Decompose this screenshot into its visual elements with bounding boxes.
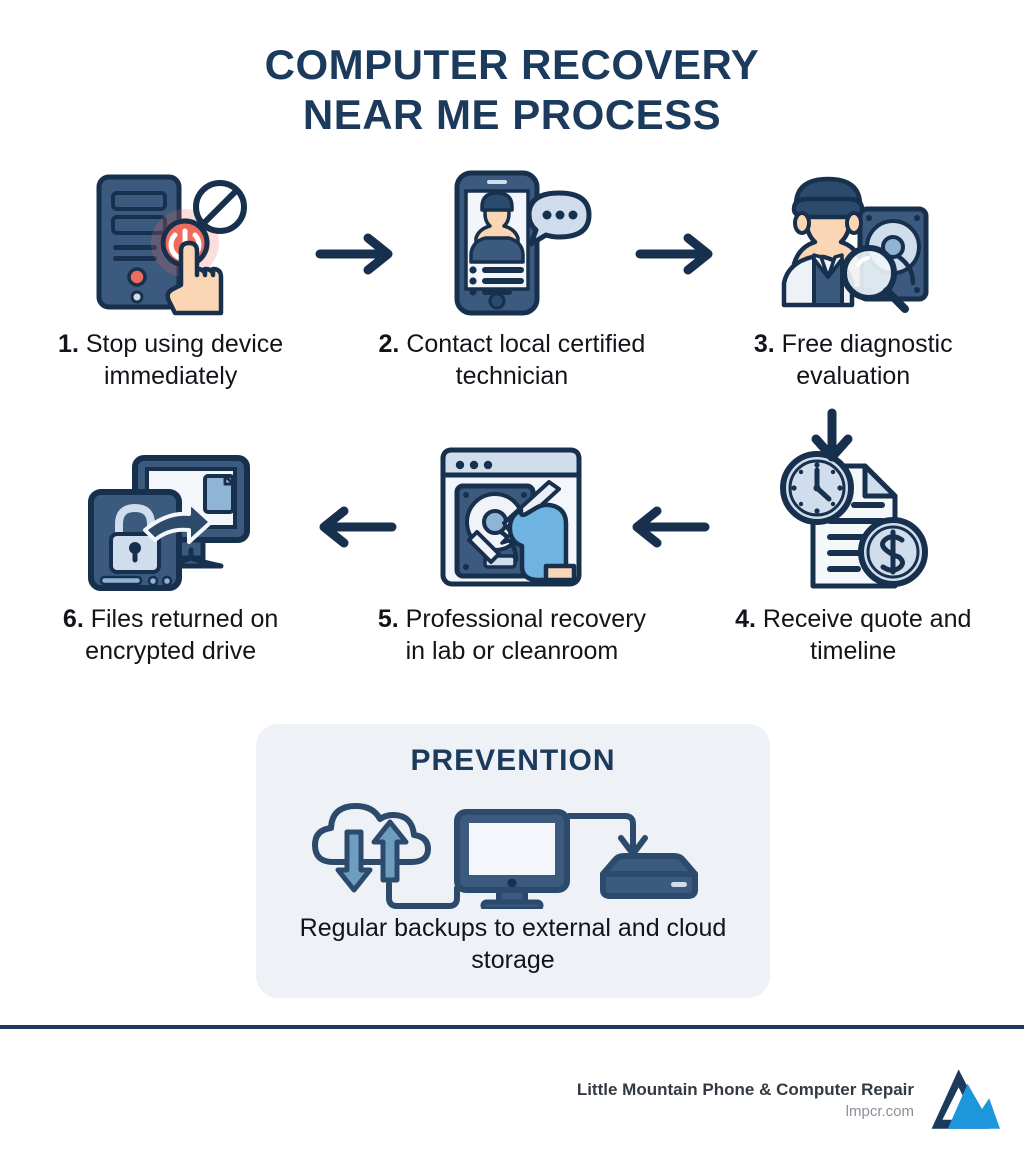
step-3-artwork <box>766 165 941 320</box>
arrow-right-icon <box>635 233 713 275</box>
process-row-top: 1. Stop using device immediately <box>0 165 1024 392</box>
prevention-artwork <box>256 784 770 909</box>
step-4-text: Receive quote and timeline <box>762 605 972 665</box>
step-5-label: 5. Professional recovery in lab or clean… <box>367 603 657 667</box>
step-4-artwork <box>771 440 936 595</box>
step-6-artwork <box>83 440 258 595</box>
connector-arrow-2-to-3 <box>632 232 720 281</box>
step-2-artwork <box>429 165 594 320</box>
arrow-right-icon <box>315 233 393 275</box>
step-6-number: 6. <box>62 605 84 633</box>
process-step-4: 4. Receive quote and timeline <box>683 440 1024 667</box>
step-1-artwork <box>81 165 261 320</box>
step-4-number: 4. <box>735 605 756 633</box>
step-3-number: 3. <box>753 330 775 358</box>
process-row-bottom: 6. Files returned on encrypted drive <box>0 440 1024 667</box>
process-step-5: 5. Professional recovery in lab or clean… <box>341 440 682 667</box>
step-5-artwork <box>429 440 594 595</box>
step-3-label: 3. Free diagnostic evaluation <box>708 328 998 392</box>
connector-arrow-4-to-5 <box>625 505 713 554</box>
arrow-left-icon <box>319 506 397 548</box>
process-step-6: 6. Files returned on encrypted drive <box>0 440 341 667</box>
step-3-text: Free diagnostic evaluation <box>781 330 953 390</box>
step-2-text: Contact local certified technician <box>406 330 646 390</box>
locked-drive-to-monitor-icon <box>88 455 251 591</box>
footer-website: lmpcr.com <box>845 1103 914 1120</box>
cleanroom-harddrive-gloved-hand-icon <box>440 447 582 587</box>
footer-brand-name: Little Mountain Phone & Computer Repair <box>576 1080 914 1099</box>
prevention-caption: Regular backups to external and cloud st… <box>299 914 727 974</box>
page-title-line-1: COMPUTER RECOVERY <box>264 41 760 88</box>
process-step-1: 1. Stop using device immediately <box>0 165 341 392</box>
connector-arrow-1-to-2 <box>312 232 400 281</box>
prevention-panel: PREVENTION Regular backups to exter <box>256 724 770 998</box>
step-1-text: Stop using device immediately <box>85 330 284 390</box>
connector-arrow-3-to-4 <box>790 405 874 472</box>
footer: Little Mountain Phone & Computer Repair … <box>0 1055 1024 1145</box>
step-2-label: 2. Contact local certified technician <box>367 328 657 392</box>
arrow-down-icon <box>811 408 853 462</box>
arrow-left-icon <box>632 506 710 548</box>
technician-magnifier-harddrive-icon <box>781 176 929 313</box>
footer-divider <box>0 1025 1024 1029</box>
cloud-monitor-external-drive-backup-icon <box>312 803 698 909</box>
step-6-text: Files returned on encrypted drive <box>85 605 279 665</box>
page-title-line-2: NEAR ME PROCESS <box>302 90 722 138</box>
smartphone-technician-chat-icon <box>454 170 592 316</box>
step-4-label: 4. Receive quote and timeline <box>708 603 998 667</box>
computer-tower-power-off-icon <box>96 174 247 316</box>
step-5-number: 5. <box>377 605 399 633</box>
step-2-number: 2. <box>378 330 400 358</box>
mountain-lm-logo <box>931 1069 1000 1129</box>
step-1-number: 1. <box>58 330 79 358</box>
process-step-3: 3. Free diagnostic evaluation <box>683 165 1024 392</box>
connector-arrow-5-to-6 <box>312 505 400 554</box>
page-title: COMPUTER RECOVERY NEAR ME PROCESS <box>0 40 1024 139</box>
prevention-title: PREVENTION <box>410 744 616 777</box>
step-1-label: 1. Stop using device immediately <box>26 328 316 392</box>
clock-invoice-dollar-icon <box>779 451 928 589</box>
footer-text-block: Little Mountain Phone & Computer Repair … <box>577 1080 914 1120</box>
step-6-label: 6. Files returned on encrypted drive <box>26 603 316 667</box>
process-step-2: 2. Contact local certified technician <box>341 165 682 392</box>
step-5-text: Professional recovery in lab or cleanroo… <box>405 605 647 665</box>
